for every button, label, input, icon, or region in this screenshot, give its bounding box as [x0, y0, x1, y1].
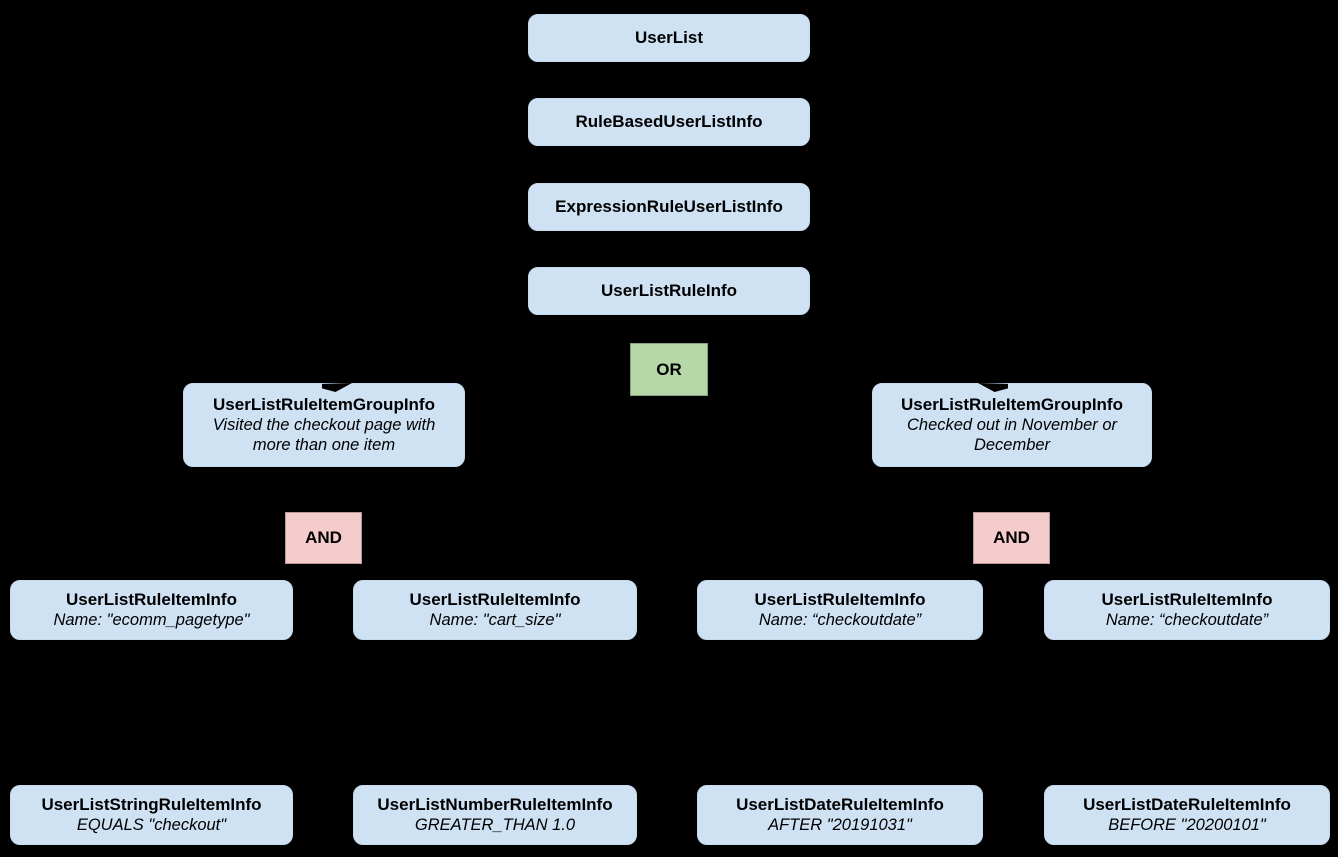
node-subtitle: Visited the checkout page with more than…: [212, 416, 436, 454]
and-operator-node-left: AND: [285, 512, 362, 564]
node-userlistruleinfo: UserListRuleInfo: [528, 267, 810, 315]
node-rule-item-cart-size: UserListRuleItemInfo Name: "cart_size": [353, 580, 637, 640]
node-subtitle: AFTER "20191031": [768, 816, 912, 834]
node-subtitle: Name: "cart_size": [429, 611, 561, 629]
node-string-rule-item: UserListStringRuleItemInfo EQUALS "check…: [10, 785, 293, 845]
node-rule-item-checkoutdate-after: UserListRuleItemInfo Name: “checkoutdate…: [697, 580, 983, 640]
node-rule-item-checkoutdate-before: UserListRuleItemInfo Name: “checkoutdate…: [1044, 580, 1330, 640]
node-expressionruleuserlistinfo: ExpressionRuleUserListInfo: [528, 183, 810, 231]
node-subtitle: Name: “checkoutdate”: [1105, 611, 1269, 629]
node-rule-item-group-right: UserListRuleItemGroupInfo Checked out in…: [872, 383, 1152, 467]
arrowhead-icon: [322, 383, 352, 392]
node-rule-item-ecomm-pagetype: UserListRuleItemInfo Name: "ecomm_pagety…: [10, 580, 293, 640]
node-title: UserListDateRuleItemInfo: [736, 795, 944, 814]
node-title: UserListRuleItemGroupInfo: [213, 395, 435, 414]
node-date-rule-item-before: UserListDateRuleItemInfo BEFORE "2020010…: [1044, 785, 1330, 845]
node-title: UserListNumberRuleItemInfo: [377, 795, 613, 814]
node-title: UserListRuleItemInfo: [409, 590, 581, 609]
node-subtitle: Name: “checkoutdate”: [758, 611, 922, 629]
node-title: UserListRuleInfo: [600, 281, 738, 300]
node-userlist: UserList: [528, 14, 810, 62]
node-rule-item-group-left: UserListRuleItemGroupInfo Visited the ch…: [183, 383, 465, 467]
node-date-rule-item-after: UserListDateRuleItemInfo AFTER "20191031…: [697, 785, 983, 845]
and-operator-node-right: AND: [973, 512, 1050, 564]
node-title: UserListStringRuleItemInfo: [41, 795, 262, 814]
node-subtitle: BEFORE "20200101": [1108, 816, 1266, 834]
node-title: UserListRuleItemGroupInfo: [901, 395, 1123, 414]
or-operator-node: OR: [630, 343, 708, 396]
node-subtitle: GREATER_THAN 1.0: [414, 816, 576, 834]
node-subtitle: EQUALS "checkout": [76, 816, 227, 834]
node-title: ExpressionRuleUserListInfo: [555, 197, 783, 216]
node-subtitle: Checked out in November or December: [906, 416, 1118, 454]
node-subtitle: Name: "ecomm_pagetype": [53, 611, 250, 629]
node-title: UserList: [634, 28, 704, 47]
node-number-rule-item: UserListNumberRuleItemInfo GREATER_THAN …: [353, 785, 637, 845]
node-title: UserListRuleItemInfo: [66, 590, 237, 609]
node-title: RuleBasedUserListInfo: [575, 112, 763, 131]
node-title: UserListRuleItemInfo: [754, 590, 926, 609]
node-title: UserListDateRuleItemInfo: [1083, 795, 1291, 814]
node-rulebaseduserlistinfo: RuleBasedUserListInfo: [528, 98, 810, 146]
node-title: UserListRuleItemInfo: [1101, 590, 1273, 609]
